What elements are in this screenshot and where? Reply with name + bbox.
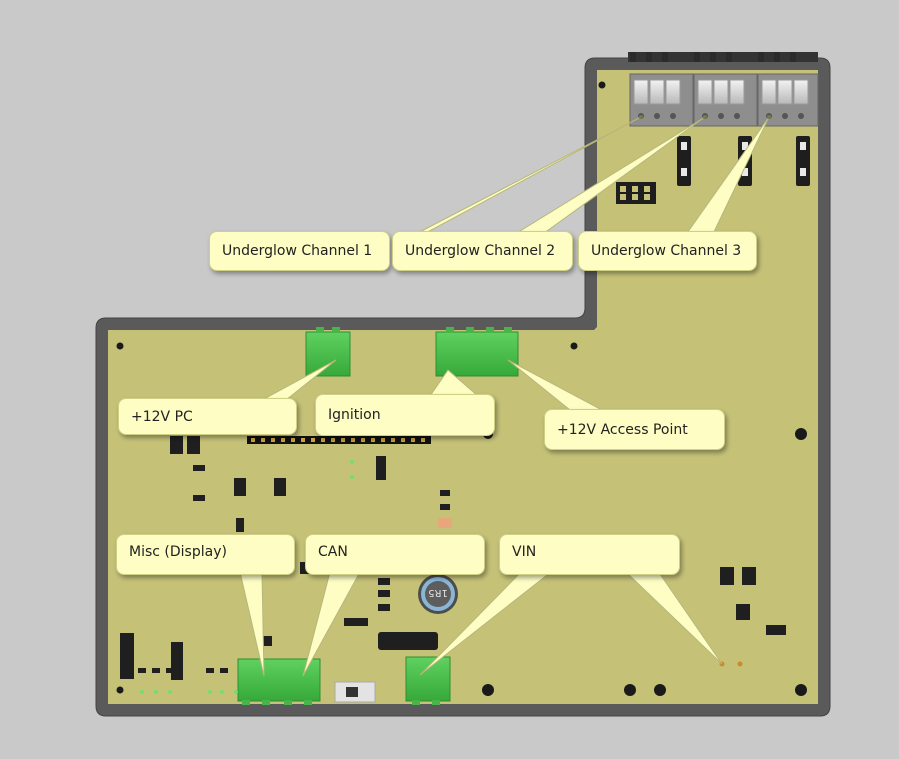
callout-pc-12v: +12V PC [118,398,297,435]
callout-underglow-2: Underglow Channel 2 [392,231,573,271]
green-leds [140,460,354,694]
callout-leaders [239,116,770,677]
pin-header-row [247,436,431,444]
label-underglow-2: Underglow Channel 2 [405,243,556,259]
label-vin: VIN [512,544,537,560]
vin-connector [405,656,451,705]
slide-switch [334,681,376,703]
label-underglow-3: Underglow Channel 3 [591,243,742,259]
pc-12v-connector [305,327,351,377]
callout-underglow-1: Underglow Channel 1 [209,231,390,271]
callout-vin: VIN [499,534,680,575]
label-can: CAN [318,544,348,560]
callout-misc-display: Misc (Display) [116,534,295,575]
callout-ignition: Ignition [315,394,495,436]
inductor: 1R5 [418,574,458,614]
inductor-marking: 1R5 [428,587,448,598]
label-access-point-12v: +12V Access Point [557,421,688,438]
leader-dots [639,115,771,119]
callout-access-point-12v: +12V Access Point [544,409,725,450]
ignition-ap-connector [435,327,519,377]
label-misc-display: Misc (Display) [129,544,227,560]
callout-can: CAN [305,534,485,575]
label-underglow-1: Underglow Channel 1 [222,243,373,259]
label-pc-12v: +12V PC [131,408,193,425]
smd-components [120,436,786,680]
callout-underglow-3: Underglow Channel 3 [578,231,757,271]
header-2x3 [616,182,656,204]
label-ignition: Ignition [328,407,381,423]
